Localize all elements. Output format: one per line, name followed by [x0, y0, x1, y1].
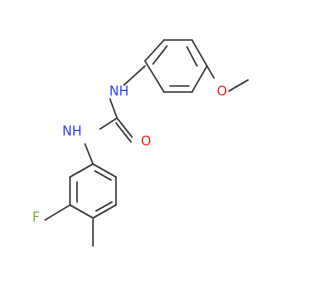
molecule-structure: NH NH O O F — [32, 39, 249, 247]
bond — [228, 79, 249, 92]
bond — [92, 163, 117, 178]
methoxy-oxygen-label: O — [217, 85, 227, 100]
fluorine-label: F — [32, 211, 39, 226]
bond — [94, 170, 112, 181]
methoxy-group — [206, 65, 249, 92]
bond — [95, 201, 113, 212]
fluoromethylphenyl-ring — [69, 163, 117, 219]
bond — [69, 163, 94, 178]
bond — [191, 39, 208, 67]
bond — [144, 39, 165, 62]
nh-bottom-label: NH — [62, 125, 82, 140]
bond — [84, 143, 94, 165]
bond — [186, 46, 198, 67]
bond — [144, 60, 165, 93]
bond — [92, 204, 117, 219]
bond — [99, 117, 118, 130]
bond — [116, 117, 133, 138]
methoxyphenyl-ring — [144, 39, 208, 93]
bond — [44, 204, 71, 221]
urea-linkage — [84, 65, 146, 165]
bond — [123, 65, 146, 86]
bond — [206, 65, 215, 79]
bond — [69, 204, 94, 219]
bond — [109, 98, 118, 119]
bond — [152, 45, 168, 65]
carbonyl-oxygen-label: O — [141, 135, 151, 150]
nh-top-label: NH — [109, 85, 129, 100]
bond — [115, 122, 132, 143]
bond — [191, 65, 208, 93]
